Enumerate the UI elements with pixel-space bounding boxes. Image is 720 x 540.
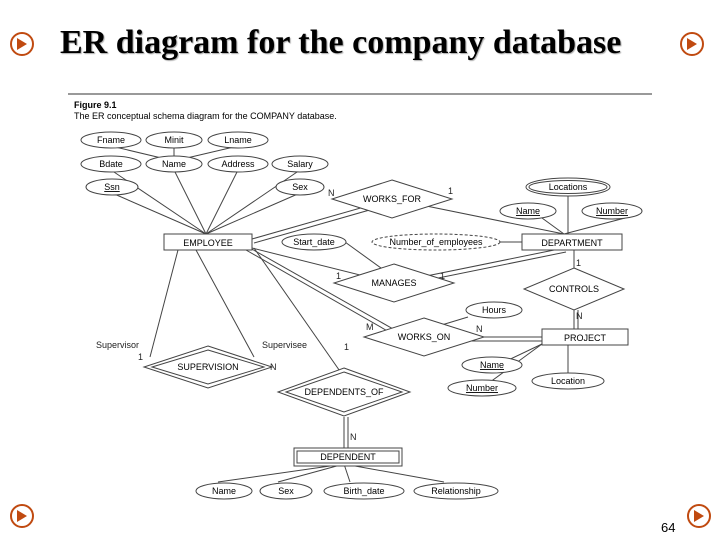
page-number: 64 xyxy=(661,520,676,535)
attribute-location: Location xyxy=(531,372,605,390)
svg-text:Lname: Lname xyxy=(224,135,252,145)
cardinality-label: 1 xyxy=(344,342,349,352)
attribute-dep-name: Name xyxy=(195,482,253,500)
svg-text:Sex: Sex xyxy=(278,486,294,496)
attribute-ssn: Ssn xyxy=(85,178,139,196)
attribute-salary: Salary xyxy=(271,155,329,173)
attribute-dept-number: Number xyxy=(581,202,643,220)
cardinality-label: 1 xyxy=(448,186,453,196)
svg-text:Location: Location xyxy=(551,376,585,386)
role-label: Supervisor xyxy=(96,340,139,350)
attribute-proj-name: Name xyxy=(461,356,523,374)
er-diagram: Figure 9.1 The ER conceptual schema diag… xyxy=(68,93,652,500)
cardinality-label: 1 xyxy=(336,271,341,281)
cardinality-label: 1 xyxy=(576,258,581,268)
cardinality-label: N xyxy=(350,432,357,442)
svg-text:Relationship: Relationship xyxy=(431,486,481,496)
relationship-works-for: WORKS_FOR xyxy=(330,179,454,219)
svg-text:Birth_date: Birth_date xyxy=(343,486,384,496)
relationship-manages: MANAGES xyxy=(332,263,456,303)
attribute-minit: Minit xyxy=(145,131,203,149)
corner-bullet-icon xyxy=(678,30,706,58)
svg-text:Name: Name xyxy=(480,360,504,370)
svg-text:WORKS_ON: WORKS_ON xyxy=(398,332,451,342)
cardinality-label: N xyxy=(270,362,277,372)
cardinality-label: N xyxy=(576,311,583,321)
svg-text:DEPENDENTS_OF: DEPENDENTS_OF xyxy=(304,387,384,397)
svg-text:Name: Name xyxy=(212,486,236,496)
attribute-start-date: Start_date xyxy=(281,233,347,251)
svg-text:Fname: Fname xyxy=(97,135,125,145)
figure-label: Figure 9.1 xyxy=(74,100,117,110)
svg-text:EMPLOYEE: EMPLOYEE xyxy=(183,238,233,248)
svg-text:Minit: Minit xyxy=(164,135,184,145)
svg-text:WORKS_FOR: WORKS_FOR xyxy=(363,194,422,204)
svg-text:Name: Name xyxy=(516,206,540,216)
svg-text:Number_of_employees: Number_of_employees xyxy=(389,237,483,247)
svg-text:MANAGES: MANAGES xyxy=(371,278,416,288)
attribute-relationship: Relationship xyxy=(413,482,499,500)
svg-text:Name: Name xyxy=(162,159,186,169)
svg-text:Number: Number xyxy=(596,206,628,216)
cardinality-label: N xyxy=(328,188,335,198)
attribute-dep-sex: Sex xyxy=(259,482,313,500)
corner-bullet-icon xyxy=(685,502,713,530)
entity-employee: EMPLOYEE xyxy=(163,233,253,251)
svg-text:Salary: Salary xyxy=(287,159,313,169)
cardinality-label: N xyxy=(476,324,483,334)
cardinality-label: 1 xyxy=(440,271,445,281)
attribute-fname: Fname xyxy=(80,131,142,149)
svg-text:Ssn: Ssn xyxy=(104,182,120,192)
attribute-name: Name xyxy=(145,155,203,173)
attribute-locations: Locations xyxy=(525,177,611,197)
svg-text:Bdate: Bdate xyxy=(99,159,123,169)
attribute-proj-number: Number xyxy=(447,379,517,397)
svg-text:DEPENDENT: DEPENDENT xyxy=(320,452,376,462)
attribute-lname: Lname xyxy=(207,131,269,149)
relationship-supervision: SUPERVISION xyxy=(142,345,274,389)
attribute-hours: Hours xyxy=(465,301,523,319)
entity-department: DEPARTMENT xyxy=(521,233,623,251)
attribute-dept-name: Name xyxy=(499,202,557,220)
attribute-birth-date: Birth_date xyxy=(323,482,405,500)
relationship-controls: CONTROLS xyxy=(522,267,626,311)
svg-text:CONTROLS: CONTROLS xyxy=(549,284,599,294)
svg-text:Start_date: Start_date xyxy=(293,237,335,247)
svg-text:Hours: Hours xyxy=(482,305,507,315)
svg-text:Locations: Locations xyxy=(549,182,588,192)
cardinality-label: M xyxy=(366,322,374,332)
svg-text:Sex: Sex xyxy=(292,182,308,192)
attribute-bdate: Bdate xyxy=(80,155,142,173)
svg-text:Address: Address xyxy=(221,159,255,169)
entity-project: PROJECT xyxy=(541,328,629,346)
attribute-address: Address xyxy=(207,155,269,173)
svg-text:PROJECT: PROJECT xyxy=(564,333,607,343)
svg-text:Number: Number xyxy=(466,383,498,393)
entity-dependent: DEPENDENT xyxy=(293,447,403,467)
svg-text:DEPARTMENT: DEPARTMENT xyxy=(541,238,603,248)
svg-text:SUPERVISION: SUPERVISION xyxy=(177,362,238,372)
slide-title: ER diagram for the company database xyxy=(60,24,622,61)
role-label: Supervisee xyxy=(262,340,307,350)
attribute-sex: Sex xyxy=(275,178,325,196)
attribute-number-of-employees: Number_of_employees xyxy=(371,233,501,251)
relationship-works-on: WORKS_ON xyxy=(362,317,486,357)
corner-bullet-icon xyxy=(8,502,36,530)
figure-caption: The ER conceptual schema diagram for the… xyxy=(74,111,337,121)
cardinality-label: 1 xyxy=(138,352,143,362)
relationship-dependents-of: DEPENDENTS_OF xyxy=(276,367,412,417)
corner-bullet-icon xyxy=(8,30,36,58)
